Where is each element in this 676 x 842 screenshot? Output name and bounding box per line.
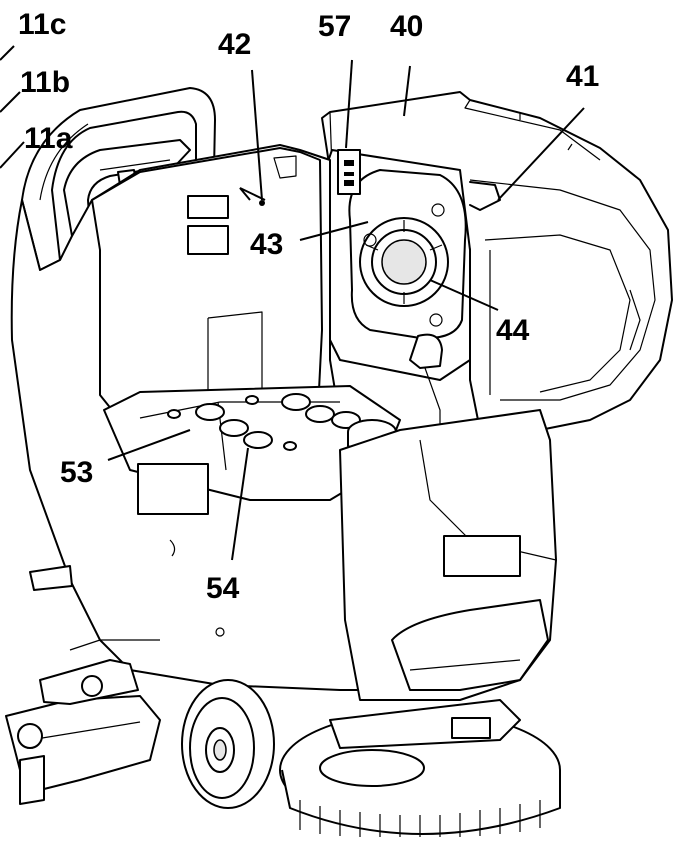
squeegee-assembly	[5, 565, 161, 805]
callout-57: 57	[318, 10, 352, 43]
callout-11c: 11c	[18, 8, 67, 41]
brush-deck	[279, 699, 561, 837]
front-hood	[137, 409, 557, 701]
callout-53: 53	[60, 456, 94, 489]
callout-11a: 11a	[24, 122, 73, 155]
callout-54: 54	[206, 572, 240, 605]
rear-wheel	[181, 679, 275, 809]
callout-43: 43	[250, 228, 284, 261]
callout-41: 41	[566, 60, 600, 93]
callout-40: 40	[390, 10, 424, 43]
callout-42: 42	[218, 28, 252, 61]
leader-lines	[0, 45, 585, 561]
callout-44: 44	[496, 314, 530, 347]
callout-11b: 11b	[20, 66, 71, 99]
